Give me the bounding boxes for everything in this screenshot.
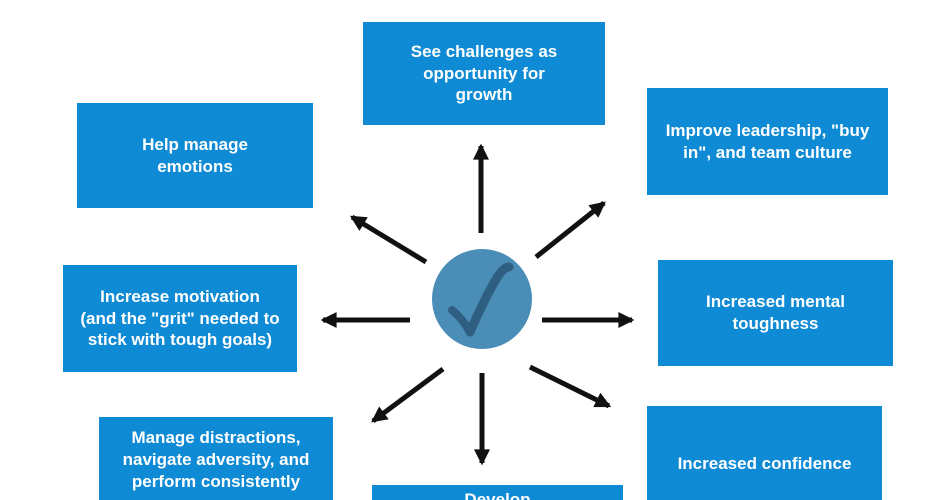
arrow-upper-right [534, 201, 606, 259]
arrow-lower-left [371, 366, 445, 424]
benefit-box-increased-confidence: Increased confidence [647, 406, 882, 500]
benefit-box-label: Increased mental toughness [706, 292, 845, 333]
benefit-box-manage-distractions: Manage distractions, navigate adversity,… [99, 417, 333, 500]
benefit-box-develop: Develop [372, 485, 623, 500]
benefit-box-see-challenges: See challenges as opportunity for growth [363, 22, 605, 125]
benefit-box-increase-motivation: Increase motivation (and the "grit" need… [63, 265, 297, 372]
arrow-lower-right [528, 364, 612, 409]
benefit-box-manage-emotions: Help manage emotions [77, 103, 313, 208]
benefit-box-label: Develop [464, 490, 531, 500]
arrow-upper-left [349, 214, 428, 265]
benefit-box-label: Improve leadership, "buy in", and team c… [665, 120, 870, 162]
hub-circle [432, 249, 532, 349]
benefit-box-label: Increased confidence [677, 453, 852, 473]
checkmark-icon [448, 262, 514, 337]
benefit-box-label: See challenges as opportunity for growth [410, 41, 558, 105]
benefit-box-label: Manage distractions, navigate adversity,… [122, 428, 310, 491]
benefit-box-label: Help manage emotions [142, 134, 248, 176]
benefit-box-improve-leadership: Improve leadership, "buy in", and team c… [647, 88, 888, 195]
benefit-box-mental-toughness: Increased mental toughness [658, 260, 893, 366]
benefit-box-label: Increase motivation (and the "grit" need… [80, 286, 280, 350]
